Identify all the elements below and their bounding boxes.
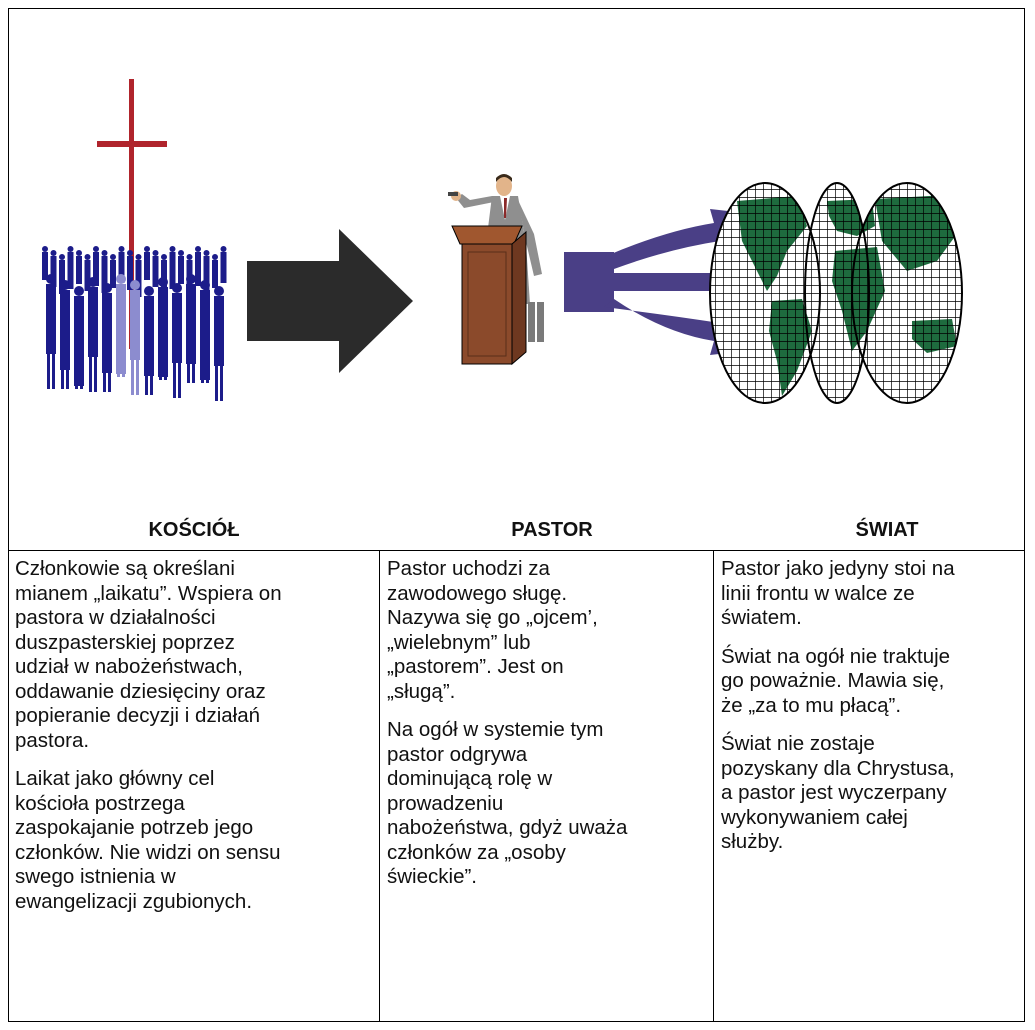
text-line: pastora. <box>15 728 90 752</box>
heading-church: KOŚCIÓŁ <box>148 519 240 541</box>
diagram-illustration: KOŚCIÓŁ PASTOR ŚWIAT <box>9 9 1024 549</box>
text-line: mianem „laikatu”. Wspiera on <box>15 581 282 605</box>
text-line: udział w nabożeństwach, <box>15 655 243 678</box>
heading-world: ŚWIAT <box>855 519 919 541</box>
text-line: Laikat jako główny cel <box>15 767 215 790</box>
text-line: członków. Nie widzi on sensu <box>15 840 281 864</box>
table-divider <box>9 550 1024 551</box>
text-line: oddawanie dziesięciny oraz <box>15 679 266 703</box>
text-line: Nazywa się go „ojcem’, <box>387 606 598 629</box>
text-line: służby. <box>721 830 784 853</box>
text-line: członków za „osoby <box>387 840 566 864</box>
text-line: pastora w działalności <box>15 606 216 629</box>
text-line: Pastor jako jedyny stoi na <box>721 557 955 580</box>
paragraph: Świat na ogół nie traktuje go poważnie. … <box>721 645 1019 719</box>
column-church: Członkowie są określani mianem „laikatu”… <box>9 557 379 928</box>
text-line: Członkowie są określani <box>15 557 235 580</box>
church-congregation-with-cross-icon <box>42 79 227 401</box>
text-line: świeckie”. <box>387 865 477 888</box>
text-line: a pastor jest wyczerpany <box>721 781 947 804</box>
text-line: zaspokajanie potrzeb jego <box>15 816 254 839</box>
text-line: nabożeństwa, gdyż uważa <box>387 816 628 839</box>
paragraph: Pastor jako jedyny stoi na linii frontu … <box>721 557 1019 631</box>
text-line: dominującą rolę w <box>387 767 553 790</box>
text-line: Na ogół w systemie tym <box>387 718 604 741</box>
text-line: pozyskany dla Chrystusa, <box>721 756 955 780</box>
text-line: ewangelizacji zgubionych. <box>15 889 253 913</box>
text-line: kościoła postrzega <box>15 791 185 815</box>
text-line: linii frontu w walce ze <box>721 581 915 605</box>
column-divider <box>713 550 714 1021</box>
paragraph: Pastor uchodzi za zawodowego sługę. Nazy… <box>387 557 707 704</box>
text-line: pastor odgrywa <box>387 742 528 766</box>
text-line: Pastor uchodzi za <box>387 557 550 580</box>
text-line: że „za to mu płacą”. <box>721 693 902 717</box>
text-line: zawodowego sługę. <box>387 581 568 605</box>
column-divider <box>379 550 380 1021</box>
text-line: „pastorem”. Jest on <box>387 655 564 678</box>
text-line: duszpasterskiej poprzez <box>15 630 235 654</box>
text-line: „wielebnym” lub <box>387 630 531 654</box>
text-line: swego istnienia w <box>15 865 176 888</box>
text-line: Świat na ogół nie traktuje <box>721 644 951 668</box>
diagram-frame: KOŚCIÓŁ PASTOR ŚWIAT Członkowie są okreś… <box>8 8 1025 1022</box>
column-world: Pastor jako jedyny stoi na linii frontu … <box>715 557 1025 869</box>
text-line: popieranie decyzji i działań <box>15 704 261 727</box>
text-line: prowadzeniu <box>387 791 504 815</box>
paragraph: Laikat jako główny cel kościoła postrzeg… <box>15 767 373 914</box>
paragraph: Na ogół w systemie tym pastor odgrywa do… <box>387 718 707 890</box>
right-arrow-icon <box>247 229 413 373</box>
pastor-at-pulpit-icon <box>448 174 544 366</box>
heading-pastor: PASTOR <box>511 519 593 541</box>
text-line: wykonywaniem całej <box>721 805 908 829</box>
paragraph: Członkowie są określani mianem „laikatu”… <box>15 557 373 753</box>
world-globe-icon <box>709 182 963 404</box>
column-pastor: Pastor uchodzi za zawodowego sługę. Nazy… <box>381 557 713 904</box>
text-line: Świat nie zostaje <box>721 732 875 755</box>
paragraph: Świat nie zostaje pozyskany dla Chrystus… <box>721 732 1019 855</box>
text-line: go poważnie. Mawia się, <box>721 669 945 692</box>
text-line: „sługą”. <box>387 679 456 703</box>
text-line: światem. <box>721 606 802 629</box>
